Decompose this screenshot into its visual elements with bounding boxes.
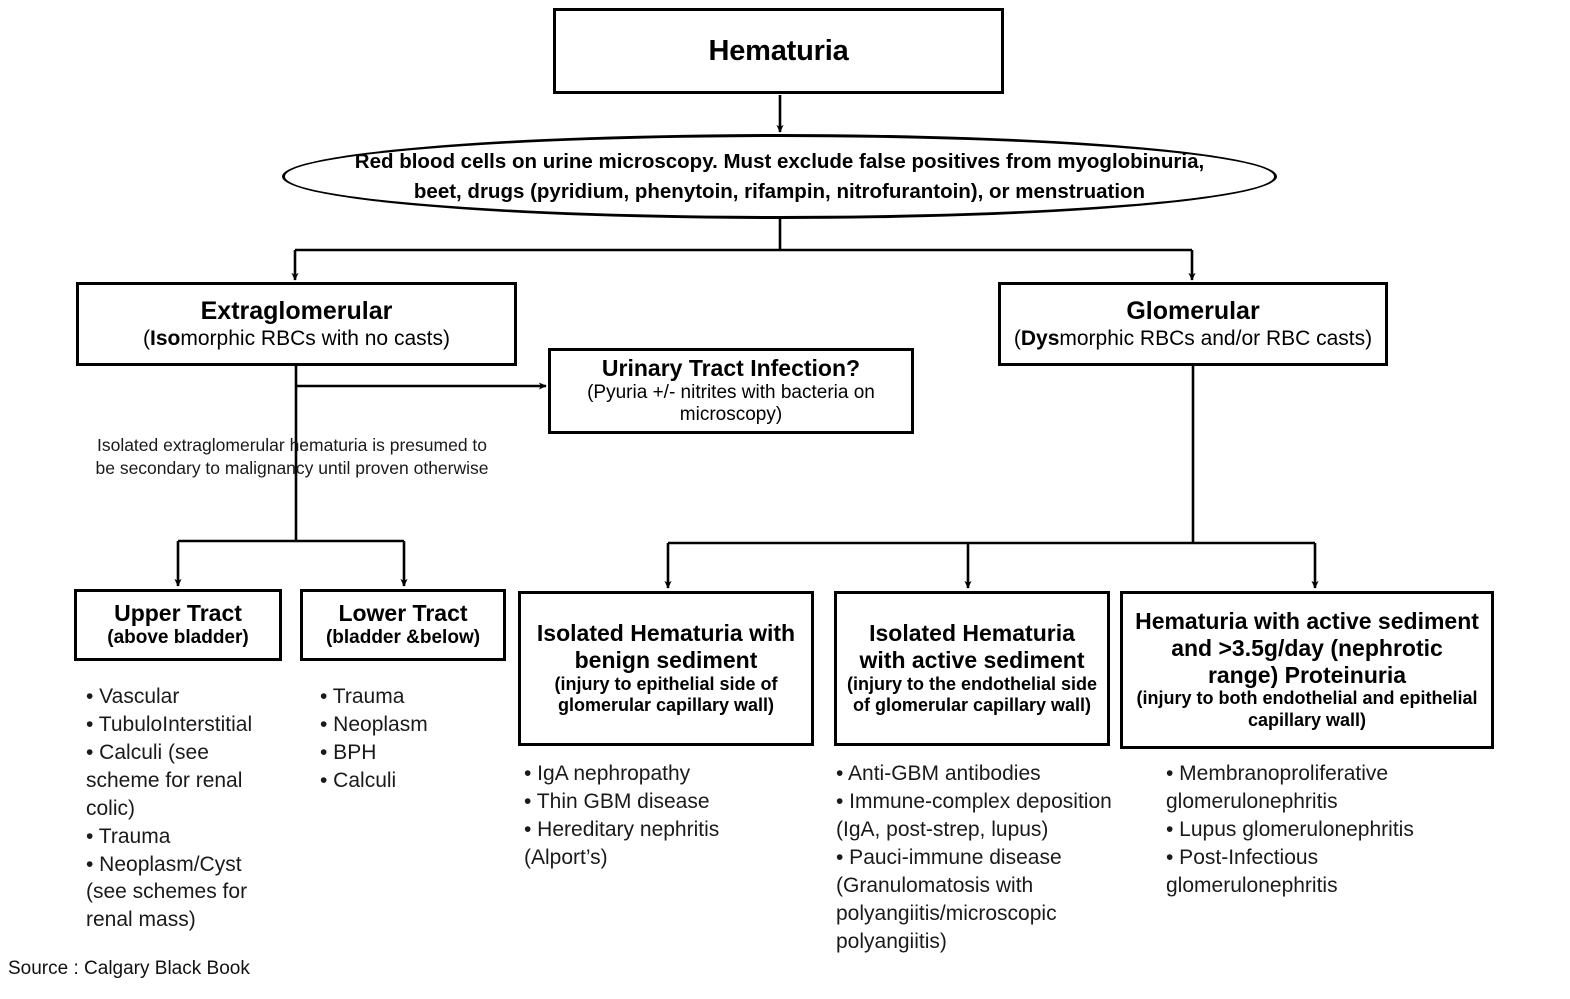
node-subtitle: (Isomorphic RBCs with no casts) bbox=[143, 326, 450, 351]
list-nephrotic-causes: • Membranoproliferative glomerulonephrit… bbox=[1166, 762, 1414, 897]
node-glomerular[interactable]: Glomerular (Dysmorphic RBCs and/or RBC c… bbox=[998, 282, 1388, 366]
node-title: Isolated Hematuria with benign sediment bbox=[536, 620, 796, 673]
node-title: Extraglomerular bbox=[200, 297, 393, 326]
paren-open: ( bbox=[1013, 326, 1021, 350]
node-isolated-hematuria-benign-sediment[interactable]: Isolated Hematuria with benign sediment … bbox=[518, 591, 814, 746]
list-lower-tract-causes: • Trauma • Neoplasm • BPH • Calculi bbox=[320, 685, 428, 792]
list-benign-sediment-causes: • IgA nephropathy • Thin GBM disease • H… bbox=[524, 762, 720, 869]
node-title: Lower Tract bbox=[338, 600, 468, 627]
paren-open: ( bbox=[143, 326, 151, 350]
node-upper-tract[interactable]: Upper Tract (above bladder) bbox=[74, 589, 282, 661]
node-criteria-ellipse[interactable]: Red blood cells on urine microscopy. Mus… bbox=[282, 134, 1277, 219]
subtitle-rest: morphic RBCs with no casts) bbox=[180, 326, 450, 350]
node-title: Isolated Hematuria with active sediment bbox=[859, 620, 1085, 673]
node-subtitle: (bladder &below) bbox=[325, 626, 481, 648]
node-title: Glomerular bbox=[1126, 297, 1260, 326]
node-hematuria-nephrotic-range[interactable]: Hematuria with active sediment and >3.5g… bbox=[1120, 591, 1494, 749]
malignancy-presumption-note: Isolated extraglomerular hematuria is pr… bbox=[95, 435, 489, 479]
criteria-text: Red blood cells on urine microscopy. Mus… bbox=[355, 147, 1204, 206]
source-caption: Source : Calgary Black Book bbox=[8, 958, 250, 979]
node-isolated-hematuria-active-sediment[interactable]: Isolated Hematuria with active sediment … bbox=[834, 591, 1110, 746]
node-subtitle: (injury to epithelial side of glomerular… bbox=[554, 673, 778, 716]
node-urinary-tract-infection[interactable]: Urinary Tract Infection? (Pyuria +/- nit… bbox=[548, 348, 914, 434]
node-hematuria-root[interactable]: Hematuria bbox=[553, 8, 1004, 94]
node-title: Hematuria bbox=[708, 34, 849, 67]
node-extraglomerular[interactable]: Extraglomerular (Isomorphic RBCs with no… bbox=[76, 282, 517, 366]
list-active-sediment-causes: • Anti-GBM antibodies • Immune-complex d… bbox=[836, 762, 1112, 953]
subtitle-emphasis: Iso bbox=[150, 326, 181, 350]
node-title: Hematuria with active sediment and >3.5g… bbox=[1135, 608, 1479, 688]
edge-criteria-split bbox=[291, 218, 1196, 281]
node-lower-tract[interactable]: Lower Tract (bladder &below) bbox=[300, 589, 506, 661]
list-upper-tract-causes: • Vascular • TubuloInterstitial • Calcul… bbox=[86, 685, 253, 932]
criteria-line-1: Red blood cells on urine microscopy. Mus… bbox=[354, 149, 1205, 173]
node-subtitle: (Pyuria +/- nitrites with bacteria on mi… bbox=[587, 381, 875, 426]
node-subtitle: (injury to both endothelial and epitheli… bbox=[1136, 688, 1478, 730]
node-title: Urinary Tract Infection? bbox=[601, 354, 861, 381]
node-title: Upper Tract bbox=[114, 600, 242, 627]
subtitle-rest: morphic RBCs and/or RBC casts) bbox=[1059, 326, 1373, 350]
node-subtitle: (Dysmorphic RBCs and/or RBC casts) bbox=[1014, 326, 1372, 351]
subtitle-emphasis: Dys bbox=[1020, 326, 1060, 350]
edge-tract-split bbox=[174, 539, 408, 587]
criteria-line-2: beet, drugs (pyridium, phenytoin, rifamp… bbox=[413, 179, 1146, 203]
node-subtitle: (above bladder) bbox=[107, 626, 249, 648]
node-subtitle: (injury to the endothelial side of glome… bbox=[846, 673, 1098, 716]
